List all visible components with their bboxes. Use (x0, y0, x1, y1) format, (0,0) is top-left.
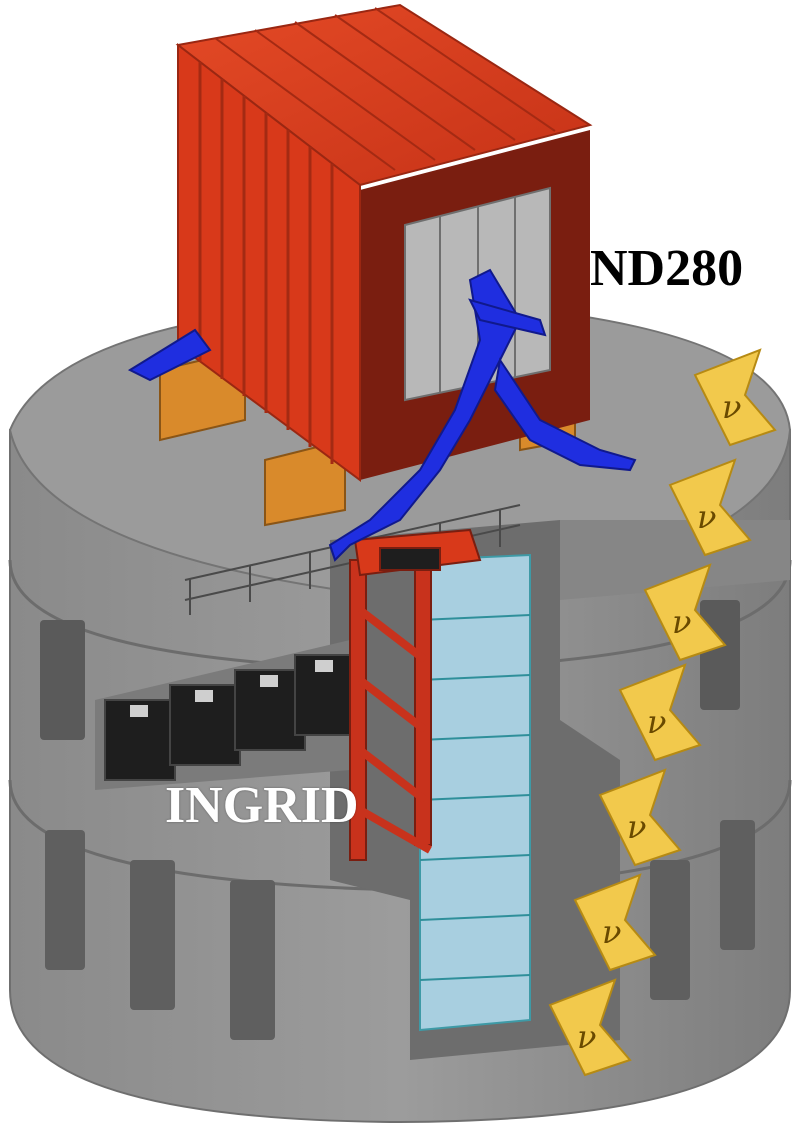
neutrino-arrow-6: ν (573, 873, 657, 972)
neutrino-arrow-2: ν (668, 458, 752, 557)
neutrino-symbol-1: ν (722, 388, 741, 426)
neutrino-arrow-4: ν (618, 663, 702, 762)
ingrid-tower (349, 528, 531, 1032)
neutrino-arrow-3: ν (643, 563, 727, 662)
nd280-label: ND280 (590, 240, 744, 297)
neutrino-symbol-4: ν (647, 703, 666, 741)
neutrino-symbol-3: ν (672, 603, 691, 641)
neutrino-symbol-7: ν (577, 1018, 596, 1056)
ingrid-label: INGRID (165, 777, 359, 834)
neutrino-symbol-6: ν (602, 913, 621, 951)
neutrino-arrow-1: ν (693, 348, 777, 447)
neutrino-symbol-2: ν (697, 498, 716, 536)
neutrino-arrows: ν ν ν ν ν ν ν (548, 348, 777, 1077)
horizontal-modules (95, 640, 356, 790)
neutrino-symbol-5: ν (627, 808, 646, 846)
blue-supports (127, 268, 637, 562)
neutrino-arrow-7: ν (548, 978, 632, 1077)
nd280-magnet (159, 3, 593, 527)
neutrino-arrow-5: ν (598, 768, 682, 867)
